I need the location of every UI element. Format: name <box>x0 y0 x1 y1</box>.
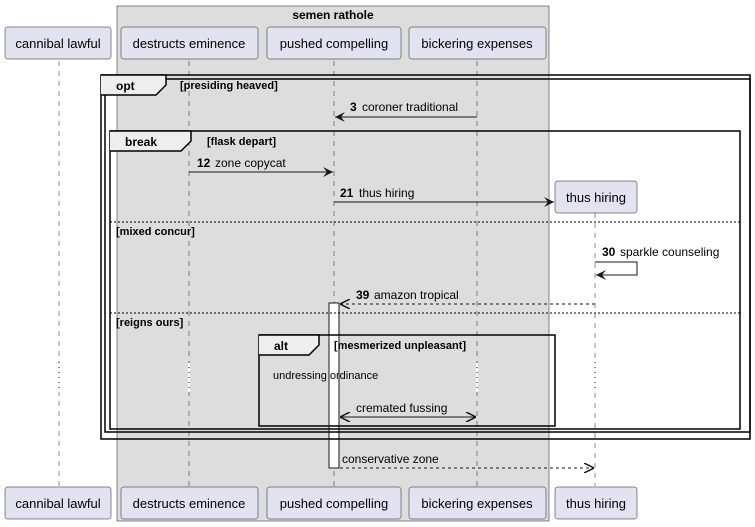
message-12: 12 zone copycat <box>189 156 333 177</box>
group-box-title: semen rathole <box>292 8 374 22</box>
self-message-arrow <box>595 261 638 280</box>
message-text: zone copycat <box>215 156 286 170</box>
delay-divider: undressing ordinance <box>58 362 596 392</box>
participant-label: pushed compelling <box>280 496 388 511</box>
participant-pushed-compelling-top[interactable]: pushed compelling <box>266 26 402 60</box>
participant-pushed-compelling-bottom[interactable]: pushed compelling <box>266 486 402 520</box>
alt-frame: alt [mesmerized unpleasant] <box>258 334 556 427</box>
message-number: 21 <box>340 186 354 200</box>
opt-guard: [presiding heaved] <box>180 80 278 92</box>
alt-guard: [mesmerized unpleasant] <box>334 340 466 352</box>
message-number: 30 <box>602 245 616 259</box>
participant-label: thus hiring <box>566 190 626 205</box>
participant-bickering-expenses-top[interactable]: bickering expenses <box>408 26 547 60</box>
message-number: 39 <box>356 288 370 302</box>
participant-cannibal-lawful-top[interactable]: cannibal lawful <box>4 26 112 60</box>
participant-thus-hiring-created[interactable]: thus hiring <box>554 180 638 214</box>
participant-label: bickering expenses <box>421 36 533 51</box>
break-frame: break [flask depart] [mixed concur] [rei… <box>109 130 741 430</box>
participant-label: thus hiring <box>566 496 626 511</box>
message-39: 39 amazon tropical <box>340 288 595 304</box>
break-guard: [flask depart] <box>207 136 276 148</box>
message-conservative-zone: conservative zone <box>340 452 594 468</box>
opt-keyword: opt <box>116 79 135 93</box>
message-text: sparkle counseling <box>620 245 719 259</box>
break-guard-2: [mixed concur] <box>116 226 195 238</box>
message-21: 21 thus hiring <box>334 186 554 207</box>
participant-label: destructs eminence <box>133 36 246 51</box>
message-cremated-fussing: cremated fussing <box>340 401 476 417</box>
message-3: 3 coroner traditional <box>335 100 477 122</box>
delay-label: undressing ordinance <box>273 370 378 382</box>
alt-keyword: alt <box>274 339 288 353</box>
message-text: coroner traditional <box>362 100 458 114</box>
participant-thus-hiring-bottom[interactable]: thus hiring <box>554 486 638 520</box>
message-text: thus hiring <box>359 186 414 200</box>
message-text: cremated fussing <box>356 401 447 415</box>
break-guard-3: [reigns ours] <box>116 317 184 329</box>
participant-destructs-eminence-top[interactable]: destructs eminence <box>120 26 259 60</box>
participant-label: bickering expenses <box>421 496 533 511</box>
participant-label: cannibal lawful <box>15 36 100 51</box>
participant-label: destructs eminence <box>133 496 246 511</box>
break-keyword: break <box>125 135 157 149</box>
participant-label: pushed compelling <box>280 36 388 51</box>
message-text: conservative zone <box>342 452 439 466</box>
participant-label: cannibal lawful <box>15 496 100 511</box>
participant-bickering-expenses-bottom[interactable]: bickering expenses <box>408 486 547 520</box>
participant-destructs-eminence-bottom[interactable]: destructs eminence <box>120 486 259 520</box>
message-number: 3 <box>350 100 357 114</box>
message-30: 30 sparkle counseling <box>595 245 719 280</box>
participant-cannibal-lawful-bottom[interactable]: cannibal lawful <box>4 486 112 520</box>
opt-frame: opt [presiding heaved] <box>100 74 751 440</box>
message-text: amazon tropical <box>374 288 459 302</box>
message-number: 12 <box>197 156 211 170</box>
